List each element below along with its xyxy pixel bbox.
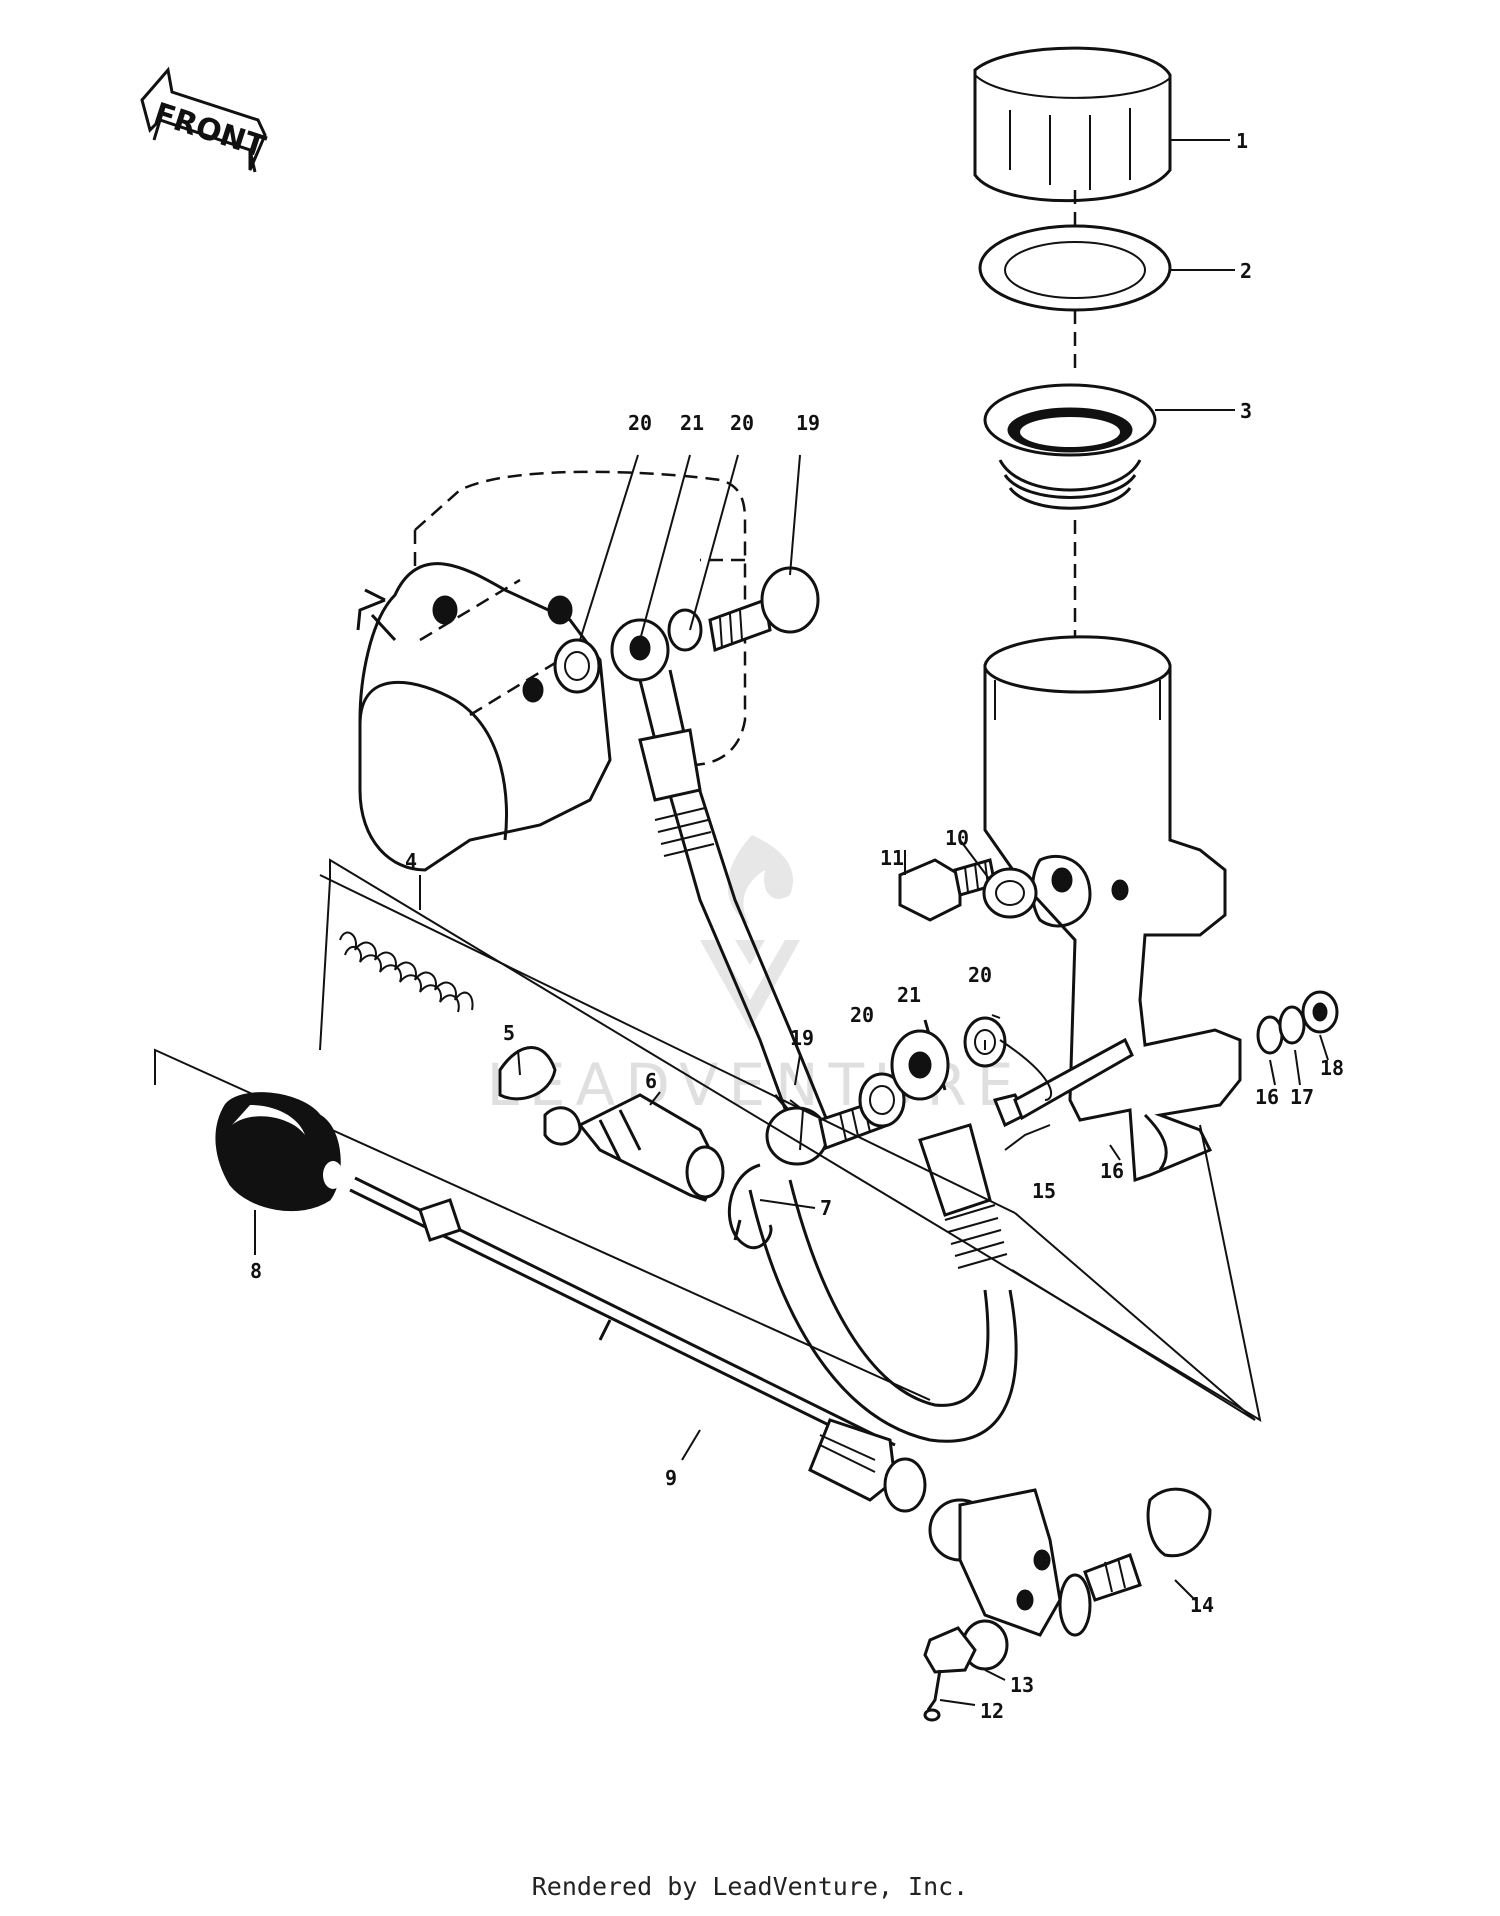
front-arrow-icon: FRONT <box>140 66 270 173</box>
callout-18: 18 <box>1320 1056 1344 1080</box>
callout-20b: 20 <box>730 411 754 435</box>
callout-11: 11 <box>880 846 904 870</box>
callout-4: 4 <box>405 849 417 873</box>
reservoir-cap <box>973 46 1172 203</box>
callout-20c: 20 <box>850 1003 874 1027</box>
callout-19a: 19 <box>796 411 820 435</box>
callout-8: 8 <box>250 1259 262 1283</box>
leadventure-flame-logo-icon <box>700 835 800 1030</box>
dust-boot <box>215 1092 343 1212</box>
callout-20a: 20 <box>628 411 652 435</box>
callout-12: 12 <box>980 1699 1004 1723</box>
leader-and-bracket-lines <box>154 139 1329 1706</box>
callout-5: 5 <box>503 1021 515 1045</box>
callout-2: 2 <box>1240 259 1252 283</box>
brake-caliper <box>356 470 747 872</box>
callout-9: 9 <box>665 1466 677 1490</box>
callout-21b: 21 <box>897 983 921 1007</box>
callout-16b: 16 <box>1255 1085 1279 1109</box>
brake-hose <box>638 669 1018 1443</box>
callout-13: 13 <box>1010 1673 1034 1697</box>
pivot-bolt-assembly <box>992 990 1339 1128</box>
footer-credit: Rendered by LeadVenture, Inc. <box>531 1872 969 1901</box>
clevis-assembly <box>923 1487 1212 1722</box>
callout-labels: 1 2 3 20 21 20 19 11 10 4 5 6 19 20 21 2… <box>250 129 1344 1723</box>
lower-banjo-assembly <box>765 1016 1007 1166</box>
callout-1: 1 <box>1236 129 1248 153</box>
callout-6: 6 <box>645 1069 657 1093</box>
callout-14: 14 <box>1190 1593 1214 1617</box>
callout-16a: 16 <box>1100 1159 1124 1183</box>
callout-17: 17 <box>1290 1085 1314 1109</box>
master-cylinder-body <box>983 635 1242 1183</box>
callout-21a: 21 <box>680 411 704 435</box>
union-bolt-and-washer <box>898 858 1038 922</box>
diaphragm-plate <box>983 383 1157 510</box>
callout-7: 7 <box>820 1196 832 1220</box>
diaphragm-gasket <box>978 224 1172 312</box>
callout-15: 15 <box>1032 1179 1056 1203</box>
upper-banjo-assembly <box>553 566 820 694</box>
callout-10: 10 <box>945 826 969 850</box>
callout-19b: 19 <box>790 1026 814 1050</box>
callout-20d: 20 <box>968 963 992 987</box>
callout-3: 3 <box>1240 399 1252 423</box>
push-rod <box>349 1176 927 1513</box>
front-label: FRONT <box>150 96 270 165</box>
